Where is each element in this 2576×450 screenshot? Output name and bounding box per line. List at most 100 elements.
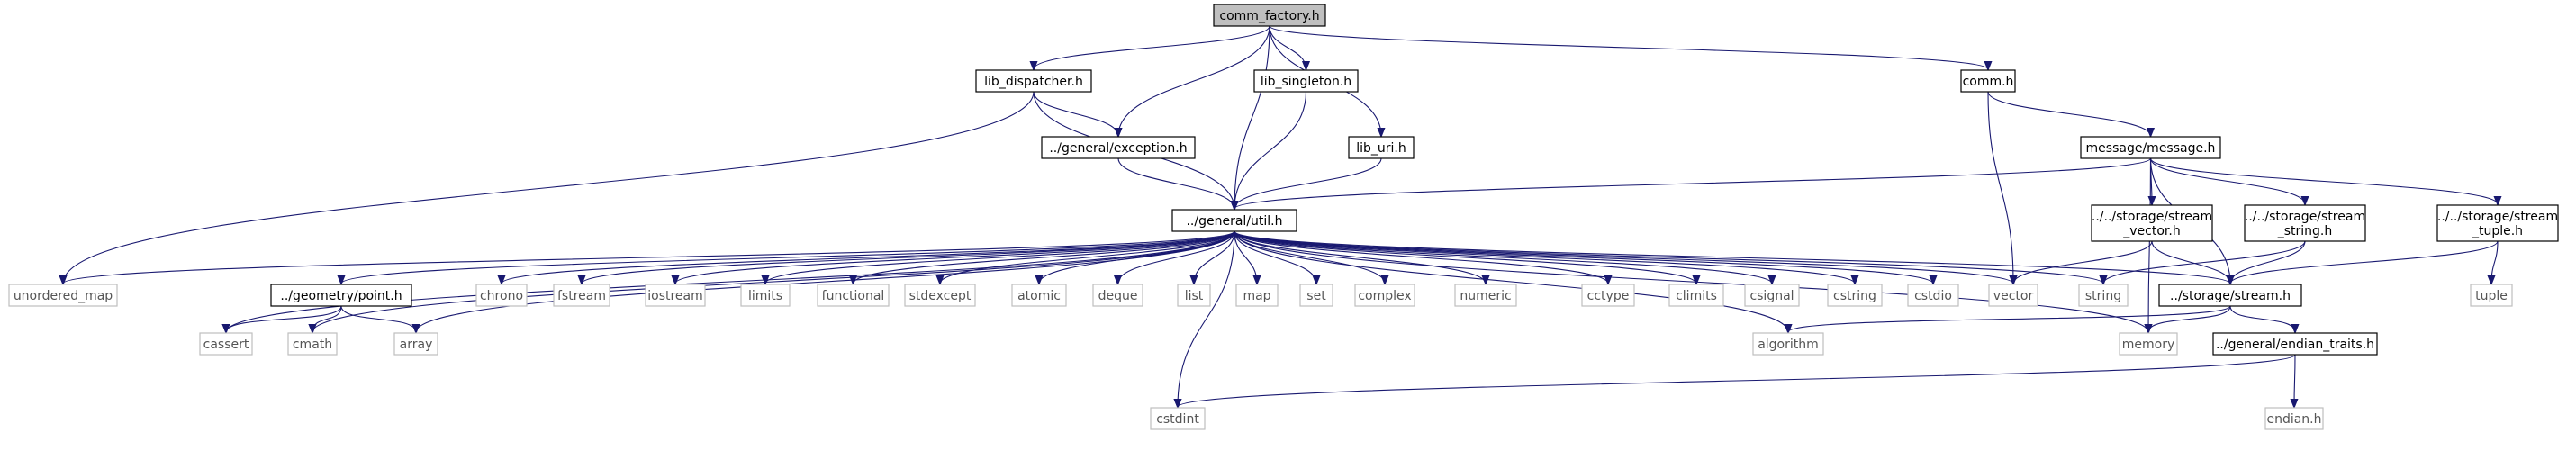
node-box xyxy=(1454,284,1517,307)
edge-stream-string-to-stream xyxy=(2230,240,2306,284)
edge-comm-factory-to-lib-singleton xyxy=(1269,25,1306,69)
node-label: _tuple.h xyxy=(2472,224,2523,238)
node-box xyxy=(904,284,976,307)
edge-stream-to-endian-traits xyxy=(2229,305,2295,332)
edge-message-to-stream-string xyxy=(2149,158,2306,204)
node-label: endian.h xyxy=(2266,412,2321,427)
node-label: array xyxy=(400,338,433,352)
edge-comm-to-vector xyxy=(1987,91,2013,284)
node-box xyxy=(270,284,412,307)
node-label: tuple xyxy=(2475,289,2508,303)
node-label: functional xyxy=(822,289,885,303)
node-box xyxy=(1907,284,1959,307)
node-box xyxy=(553,284,610,307)
node-box xyxy=(1213,4,1326,27)
node-box xyxy=(1348,136,1415,159)
node-lib-uri[interactable]: lib_uri.h xyxy=(1348,136,1415,159)
edge-util-to-cctype xyxy=(1234,230,1608,284)
node-box xyxy=(1988,284,2038,307)
node-exception[interactable]: ../general/exception.h xyxy=(1041,136,1196,159)
node-string: string xyxy=(2078,284,2129,307)
node-complex: complex xyxy=(1354,284,1415,307)
node-label: lib_singleton.h xyxy=(1261,75,1351,89)
edge-stream-to-algorithm xyxy=(1788,305,2231,332)
node-label: cmath xyxy=(293,338,332,352)
node-comm[interactable]: comm.h xyxy=(1960,69,2016,93)
edge-lib-dispatcher-to-exception xyxy=(1033,91,1118,136)
node-endian-traits[interactable]: ../general/endian_traits.h xyxy=(2212,332,2378,356)
node-box xyxy=(1041,136,1196,159)
node-array: array xyxy=(393,332,438,356)
edge-util-to-memory xyxy=(1234,230,2148,332)
edge-util-to-iostream xyxy=(675,230,1235,284)
node-point[interactable]: ../geometry/point.h xyxy=(270,284,412,307)
node-lib-singleton[interactable]: lib_singleton.h xyxy=(1253,69,1359,93)
node-box xyxy=(1827,284,1883,307)
node-util[interactable]: ../general/util.h xyxy=(1171,209,1297,232)
edge-point-to-array xyxy=(340,305,416,332)
node-box xyxy=(740,284,791,307)
node-stream-string[interactable]: ../../storage/stream_string.h xyxy=(2244,204,2366,242)
node-box xyxy=(2244,204,2366,242)
edge-comm-factory-to-lib-dispatcher xyxy=(1034,25,1270,69)
node-label: cstdio xyxy=(1914,289,1952,303)
edge-lib-dispatcher-to-unordered-map xyxy=(63,91,1035,284)
node-vector: vector xyxy=(1988,284,2038,307)
node-label: set xyxy=(1306,289,1326,303)
edge-util-to-cstdint xyxy=(1178,230,1235,407)
edge-util-to-string xyxy=(1234,230,2103,284)
node-label: memory xyxy=(2122,338,2175,352)
node-box xyxy=(1253,69,1359,93)
node-label: numeric xyxy=(1460,289,1511,303)
node-deque: deque xyxy=(1092,284,1143,307)
edge-endian-traits-to-endian xyxy=(2294,354,2295,407)
node-cstdint: cstdint xyxy=(1150,407,1206,430)
nodes-layer: comm_factory.h lib_dispatcher.h lib_single… xyxy=(8,4,2559,430)
node-box xyxy=(2470,284,2513,307)
node-comm-factory[interactable]: comm_factory.h xyxy=(1213,4,1326,27)
edge-util-to-point xyxy=(341,230,1235,284)
node-box xyxy=(1011,284,1067,307)
node-label: cctype xyxy=(1587,289,1630,303)
edge-util-to-vector xyxy=(1234,230,2013,284)
node-label: cassert xyxy=(203,338,249,352)
edge-util-to-algorithm xyxy=(1234,230,1788,332)
node-box xyxy=(1177,284,1211,307)
edge-util-to-stdexcept xyxy=(940,230,1235,284)
edge-util-to-chrono xyxy=(502,230,1235,284)
edge-util-to-fstream xyxy=(582,230,1235,284)
edge-point-to-cmath xyxy=(312,305,342,332)
node-box xyxy=(1354,284,1415,307)
edge-lib-uri-to-util xyxy=(1234,158,1382,209)
edge-util-to-climits xyxy=(1234,230,1696,284)
node-stream-tuple[interactable]: ../../storage/stream_tuple.h xyxy=(2436,204,2559,242)
node-box xyxy=(1581,284,1635,307)
node-box xyxy=(975,69,1092,93)
edge-util-to-list xyxy=(1194,230,1235,284)
edge-stream-to-memory xyxy=(2148,305,2231,332)
node-box xyxy=(2080,136,2221,159)
node-stream[interactable]: ../storage/stream.h xyxy=(2158,284,2302,307)
node-box xyxy=(1092,284,1143,307)
node-lib-dispatcher[interactable]: lib_dispatcher.h xyxy=(975,69,1092,93)
node-message[interactable]: message/message.h xyxy=(2080,136,2221,159)
node-box xyxy=(645,284,706,307)
node-atomic: atomic xyxy=(1011,284,1067,307)
edge-comm-factory-to-util xyxy=(1234,25,1270,209)
node-label: algorithm xyxy=(1758,338,1819,352)
node-cstdio: cstdio xyxy=(1907,284,1959,307)
edge-message-to-stream-tuple xyxy=(2149,158,2499,204)
node-label: complex xyxy=(1358,289,1411,303)
node-box xyxy=(2078,284,2129,307)
node-stream-vector[interactable]: ../../storage/stream_vector.h xyxy=(2091,204,2213,242)
node-map: map xyxy=(1235,284,1279,307)
node-box xyxy=(1744,284,1800,307)
node-label: ../../storage/stream xyxy=(2092,210,2212,224)
node-label: cstdint xyxy=(1156,412,1199,427)
node-box xyxy=(8,284,118,307)
node-label: comm_factory.h xyxy=(1219,9,1319,23)
node-box xyxy=(1960,69,2016,93)
node-label: stdexcept xyxy=(909,289,972,303)
node-box xyxy=(1752,332,1824,356)
